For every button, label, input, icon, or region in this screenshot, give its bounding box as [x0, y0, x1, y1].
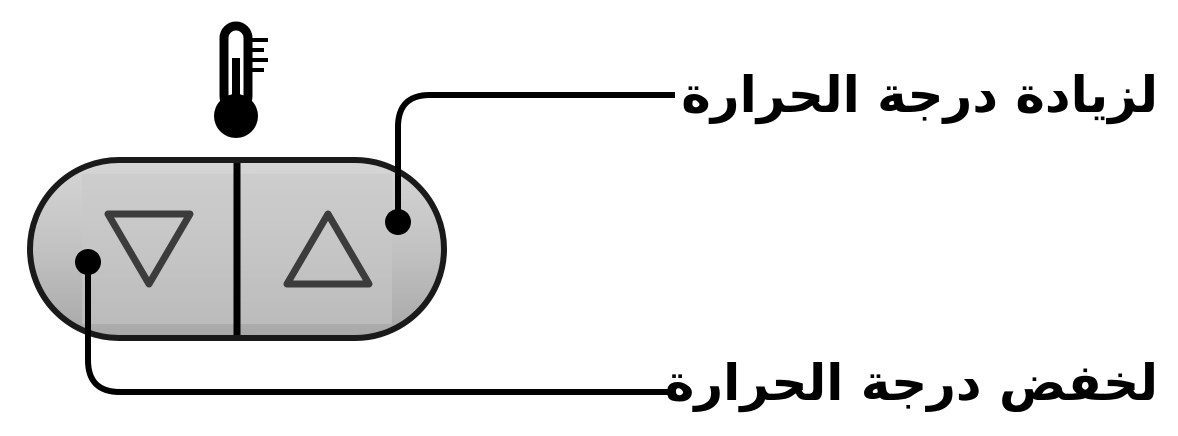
thermometer-icon	[214, 21, 268, 138]
increase-pointer-dot	[385, 209, 411, 235]
temperature-buttons	[27, 157, 447, 341]
triangle-up-icon	[283, 210, 373, 288]
increase-leader	[385, 92, 675, 235]
decrease-temperature-label: لخفض درجة الحرارة	[664, 354, 1158, 412]
increase-temperature-label: لزيادة درجة الحرارة	[681, 66, 1158, 124]
decrease-button[interactable]	[60, 170, 232, 330]
decrease-leader	[75, 249, 675, 395]
decrease-pointer-dot	[75, 249, 101, 275]
increase-button[interactable]	[243, 170, 415, 330]
triangle-down-icon	[104, 210, 194, 288]
